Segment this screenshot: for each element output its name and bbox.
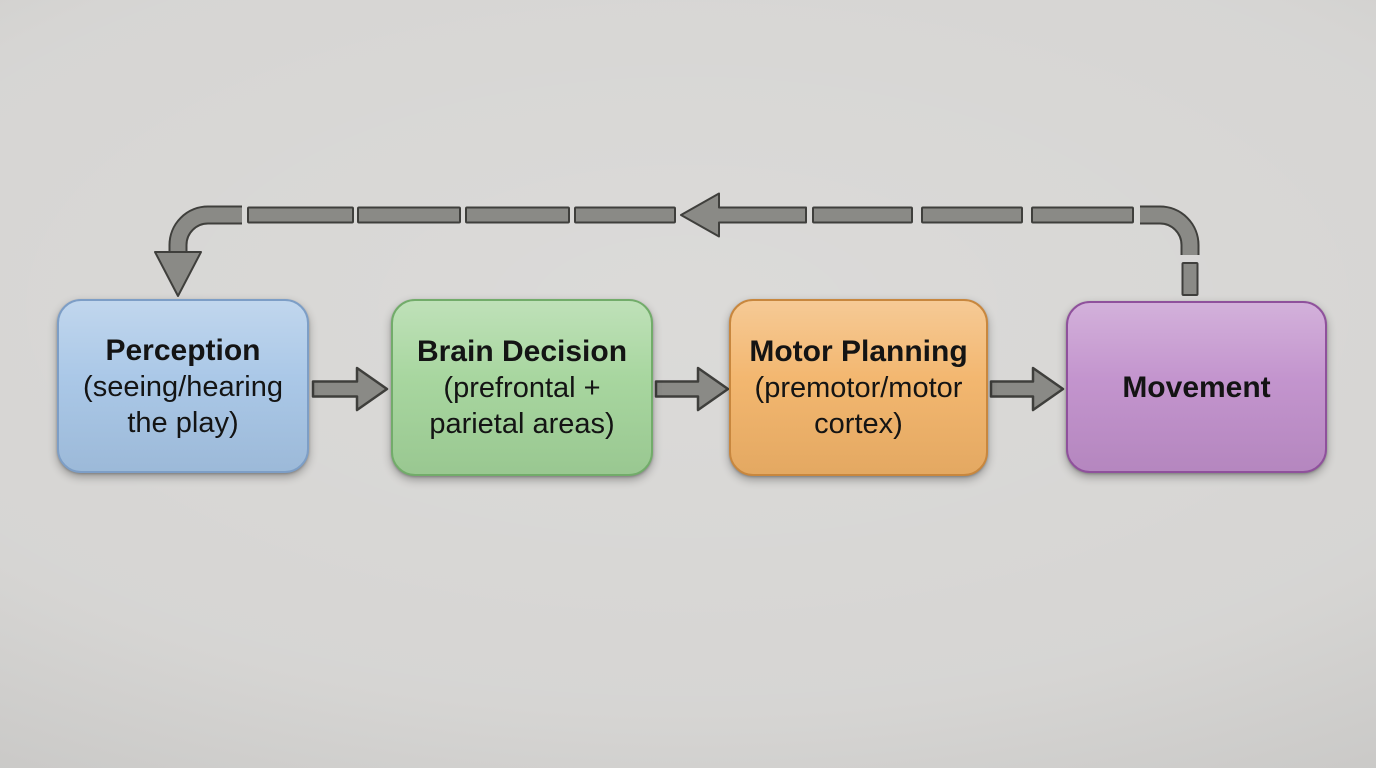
feedback-vertical-dash [1181,262,1199,296]
feedback-elbow-left-icon [170,207,242,253]
feedback-elbow-fills [170,207,1198,255]
feedback-arrowhead-down-icon [154,251,202,297]
flow-arrow-brain-to-motor-icon [654,366,730,412]
feedback-dash [812,206,913,224]
feedback-dashes [154,192,1199,297]
box-subtitle-line: parietal areas) [429,408,615,440]
flow-arrow-motor-to-movement-icon [989,366,1065,412]
box-perception: Perception (seeing/hearing the play) [57,299,309,473]
box-motor-planning: Motor Planning (premotor/motor cortex) [729,299,988,476]
box-subtitle-line: cortex) [814,408,903,440]
feedback-dash [574,206,676,224]
box-subtitle-line: (premotor/motor [754,372,963,404]
box-subtitle-line: (prefrontal + [443,372,601,404]
feedback-arrowhead-left-icon [680,192,807,238]
box-brain-decision: Brain Decision (prefrontal + parietal ar… [391,299,653,476]
feedback-dash [247,206,354,224]
box-subtitle-line: (seeing/hearing [83,370,283,403]
flow-arrows [311,366,1065,412]
feedback-dash [1031,206,1134,224]
box-title: Brain Decision [416,335,628,368]
box-title: Perception [105,333,261,367]
feedback-dash [357,206,461,224]
flow-arrow-perception-to-brain-icon [311,366,389,412]
box-subtitle-line: the play) [127,406,239,439]
feedback-dash [921,206,1023,224]
box-title: Movement [1122,370,1271,404]
feedback-elbow-right-icon [1140,207,1198,255]
feedback-arrow [154,192,1200,297]
feedback-dash [465,206,570,224]
box-movement: Movement [1066,301,1327,473]
box-title: Motor Planning [749,335,968,368]
